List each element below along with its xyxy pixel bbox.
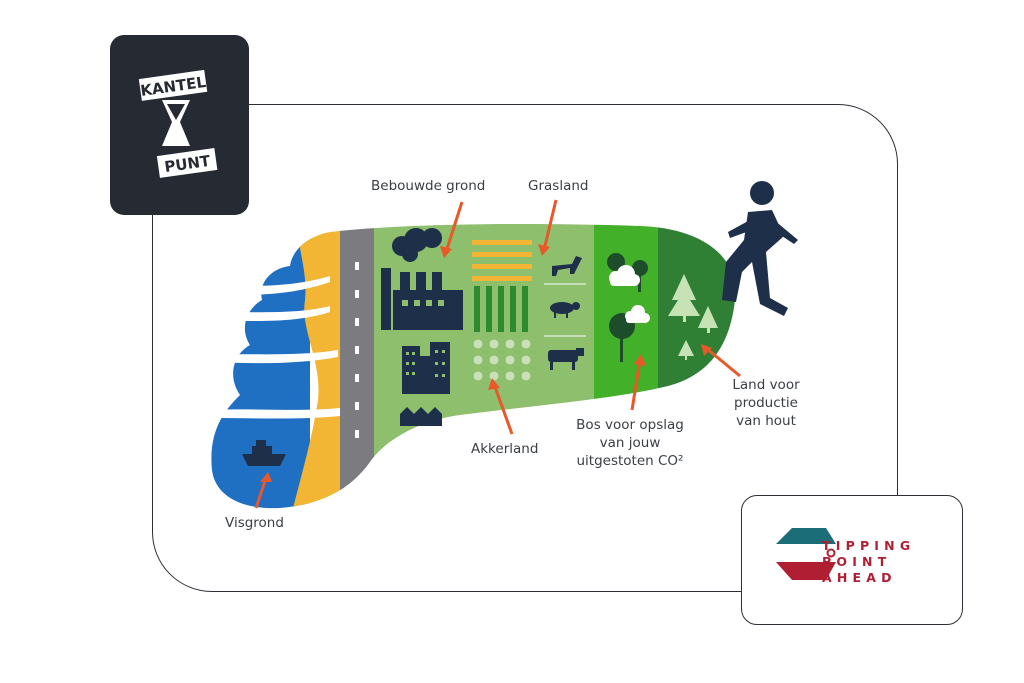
arrow-akkerland	[492, 383, 514, 435]
cow-icon	[548, 348, 584, 370]
arrow-land-hout	[705, 346, 741, 378]
label-bos: Bos voor opslag van jouw uitgestoten CO²	[576, 417, 684, 469]
arrow-bos	[630, 359, 642, 411]
arrows	[254, 199, 741, 509]
sand-zone	[290, 224, 345, 509]
arrow-bebouwde-grond	[444, 201, 464, 253]
toe-separators	[210, 276, 340, 419]
label-akkerland: Akkerland	[471, 441, 539, 457]
ship-icon	[242, 440, 286, 466]
arrow-visgrond	[254, 477, 268, 509]
label-grasland: Grasland	[528, 178, 589, 194]
arrow-grasland	[542, 199, 558, 251]
road-markings	[355, 262, 359, 438]
factory-icon	[381, 228, 463, 330]
ocean-zone	[211, 224, 310, 509]
walking-person-icon	[722, 181, 798, 316]
pasture-dividers	[544, 283, 586, 337]
label-land-hout: Land voor productie van hout	[732, 377, 800, 429]
horse-icon	[552, 256, 582, 276]
field-rows	[474, 286, 528, 332]
tipping-point-ahead-logo	[741, 495, 963, 625]
pine-trees-icon	[668, 274, 718, 360]
label-visgrond: Visgrond	[225, 515, 284, 531]
sheep-icon	[550, 302, 580, 318]
label-bebouwde-grond: Bebouwde grond	[371, 178, 486, 194]
road-zone	[340, 224, 374, 509]
tpa-wordmark: TIPPING POINT AHEAD	[822, 538, 916, 585]
arable-dots	[473, 339, 531, 381]
crop-stripes	[472, 240, 532, 281]
houses-icon	[400, 407, 442, 426]
buildings-icon	[402, 342, 450, 394]
cloud-icon	[609, 265, 650, 323]
